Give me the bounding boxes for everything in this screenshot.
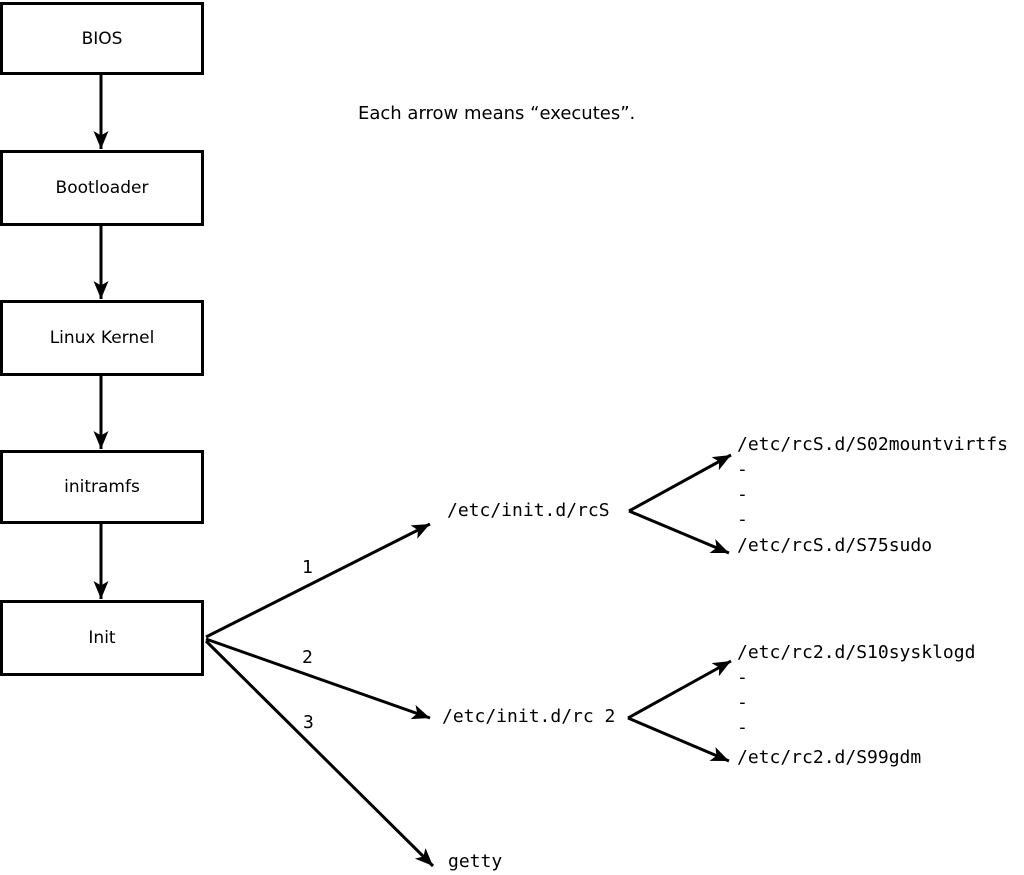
rcs-ellipsis-dash: - (737, 484, 748, 505)
arrow-rc2-to-s10sysklogd (627, 659, 732, 720)
rc2-script-s99gdm: /etc/rc2.d/S99gdm (737, 747, 922, 768)
box-init-label: Init (88, 628, 116, 648)
box-linux-kernel-label: Linux Kernel (49, 328, 155, 348)
branch-2-number: 2 (302, 647, 313, 668)
rc2-script-s10sysklogd: /etc/rc2.d/S10sysklogd (737, 642, 976, 663)
arrow-rc2-to-s99gdm (627, 716, 730, 763)
arrow-init-to-getty (204, 639, 435, 868)
rcs-script-s02mountvirtfs: /etc/rcS.d/S02mountvirtfs (737, 434, 1008, 455)
branch-1-target: /etc/init.d/rcS (447, 500, 610, 521)
box-bios-label: BIOS (81, 28, 123, 49)
box-initramfs: initramfs (0, 450, 204, 524)
box-bios: BIOS (0, 2, 204, 75)
branch-1-number: 1 (302, 557, 313, 578)
box-init: Init (0, 600, 204, 676)
branch-2-target: /etc/init.d/rc 2 (442, 706, 616, 727)
box-initramfs-label: initramfs (64, 477, 140, 497)
rcs-script-s75sudo: /etc/rcS.d/S75sudo (737, 535, 933, 556)
rc2-ellipsis-dash: - (737, 667, 748, 688)
rc2-ellipsis-dash: - (737, 692, 748, 713)
rc2-ellipsis-dash: - (737, 717, 748, 738)
arrow-rcs-to-s75sudo (628, 509, 730, 555)
branch-3-number: 3 (303, 712, 314, 733)
arrow-init-to-rc2 (205, 637, 431, 720)
box-linux-kernel: Linux Kernel (0, 300, 204, 376)
branch-3-target: getty (448, 851, 503, 872)
arrow-init-to-rcs (205, 522, 431, 639)
rcs-ellipsis-dash: - (737, 509, 748, 530)
box-bootloader: Bootloader (0, 150, 204, 226)
arrow-rcs-to-s02mountvirtfs (628, 453, 732, 513)
box-bootloader-label: Bootloader (55, 178, 149, 198)
rcs-ellipsis-dash: - (737, 459, 748, 480)
caption: Each arrow means “executes”. (358, 103, 636, 124)
